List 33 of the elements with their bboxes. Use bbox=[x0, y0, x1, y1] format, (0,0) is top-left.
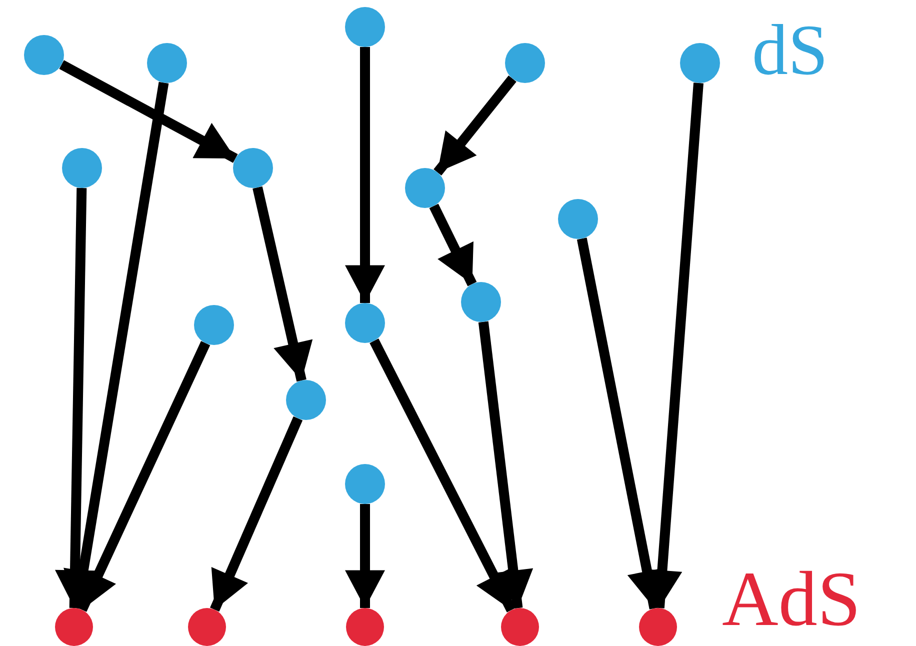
point-marker bbox=[147, 43, 187, 83]
arrow bbox=[64, 82, 169, 610]
region-label: AdS bbox=[722, 560, 861, 638]
point-marker bbox=[558, 199, 598, 239]
point-marker bbox=[505, 43, 545, 83]
point-marker bbox=[345, 464, 385, 504]
point-marker bbox=[680, 43, 720, 83]
point-marker bbox=[461, 282, 501, 322]
region-label: dS bbox=[752, 14, 828, 86]
arrow bbox=[252, 186, 313, 382]
point-marker bbox=[345, 303, 385, 343]
arrow bbox=[345, 47, 385, 303]
point-marker bbox=[55, 608, 93, 646]
point-marker bbox=[501, 608, 539, 646]
arrow bbox=[434, 76, 516, 176]
arrow bbox=[370, 338, 516, 612]
point-marker bbox=[24, 35, 64, 75]
arrow bbox=[429, 204, 477, 286]
arrow bbox=[77, 341, 210, 612]
point-marker bbox=[346, 608, 384, 646]
arrow bbox=[59, 60, 238, 163]
point-marker bbox=[194, 305, 234, 345]
arrow bbox=[345, 504, 385, 608]
arrow bbox=[210, 416, 303, 612]
point-marker bbox=[62, 148, 102, 188]
arrow bbox=[55, 188, 95, 608]
point-marker bbox=[286, 380, 326, 420]
point-marker bbox=[345, 7, 385, 47]
point-marker bbox=[405, 168, 445, 208]
arrow bbox=[478, 321, 534, 609]
point-marker bbox=[233, 148, 273, 188]
point-marker bbox=[639, 608, 677, 646]
point-marker bbox=[188, 608, 226, 646]
